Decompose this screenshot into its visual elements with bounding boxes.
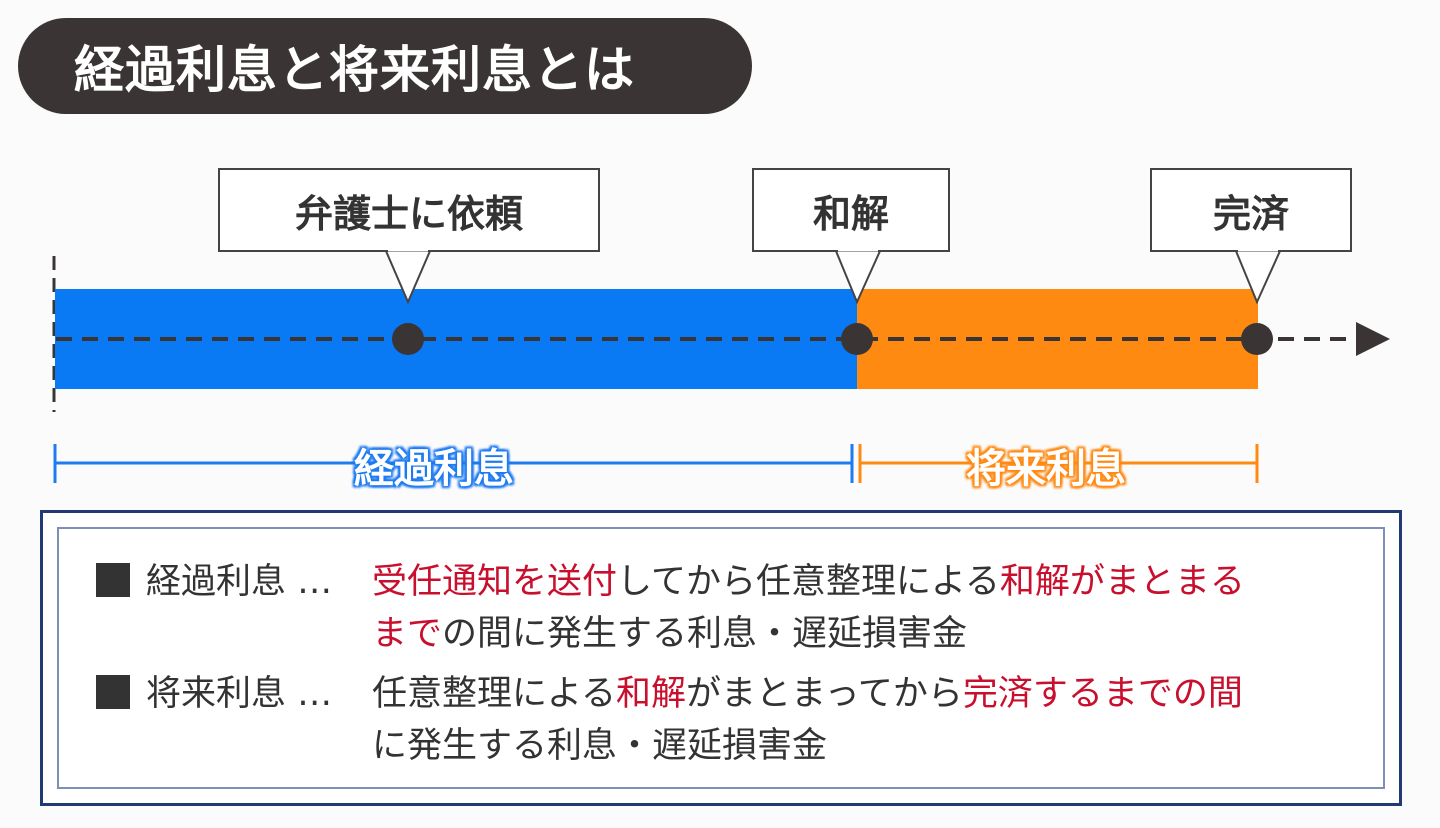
- definition-text-line: に発生する利息・遅延損害金: [372, 718, 827, 774]
- body-text: してから任意整理による: [617, 562, 1000, 602]
- definition-text-line: 任意整理による和解がまとまってから完済するまでの間: [372, 666, 1243, 722]
- definitions-box-inner: [57, 527, 1385, 789]
- page-title: 経過利息と将来利息とは: [74, 41, 635, 99]
- definition-text-line: 受任通知を送付してから任意整理による和解がまとまる: [372, 554, 1245, 610]
- highlighted-text: 受任通知を送付: [372, 562, 618, 602]
- square-bullet-icon: [96, 675, 130, 709]
- body-text: がまとまってから: [685, 674, 963, 714]
- event-dot-lawyer: [392, 323, 424, 355]
- square-bullet-icon: [96, 563, 130, 597]
- definitions-box: [40, 510, 1402, 806]
- definition-term-row: 将来利息 …: [96, 666, 342, 722]
- highlighted-text: まで: [372, 614, 443, 654]
- definition-term: 将来利息 …: [146, 674, 333, 714]
- callout-label: 和解: [812, 191, 889, 236]
- body-text: の間に発生する利息・遅延損害金: [442, 614, 968, 654]
- definition-text-line: までの間に発生する利息・遅延損害金: [372, 606, 967, 662]
- timeline-diagram: [52, 250, 1390, 483]
- highlighted-text: 和解: [615, 674, 686, 714]
- arrow-head-icon: [1356, 322, 1390, 356]
- callout-settlement: 和解: [752, 168, 950, 252]
- callout-label: 完済: [1212, 191, 1289, 236]
- future-interest-range-label: 将来利息: [966, 446, 1126, 492]
- definition-term: 経過利息 …: [146, 562, 333, 602]
- highlighted-text: 和解がまとまる: [999, 562, 1245, 602]
- event-dot-settlement: [841, 323, 873, 355]
- body-text: 任意整理による: [372, 674, 616, 714]
- past-interest-range-label: 経過利息: [354, 446, 514, 492]
- definition-term-row: 経過利息 …: [96, 554, 342, 610]
- callout-paid-off: 完済: [1150, 168, 1352, 252]
- callout-label: 弁護士に依頼: [294, 191, 523, 236]
- highlighted-text: 完済するまでの間: [962, 674, 1243, 714]
- callout-lawyer-request: 弁護士に依頼: [218, 168, 600, 252]
- event-dot-paid-off: [1241, 323, 1273, 355]
- body-text: に発生する利息・遅延損害金: [372, 726, 828, 766]
- title-banner: 経過利息と将来利息とは: [18, 18, 752, 114]
- callout-tail-joins: [388, 248, 1278, 252]
